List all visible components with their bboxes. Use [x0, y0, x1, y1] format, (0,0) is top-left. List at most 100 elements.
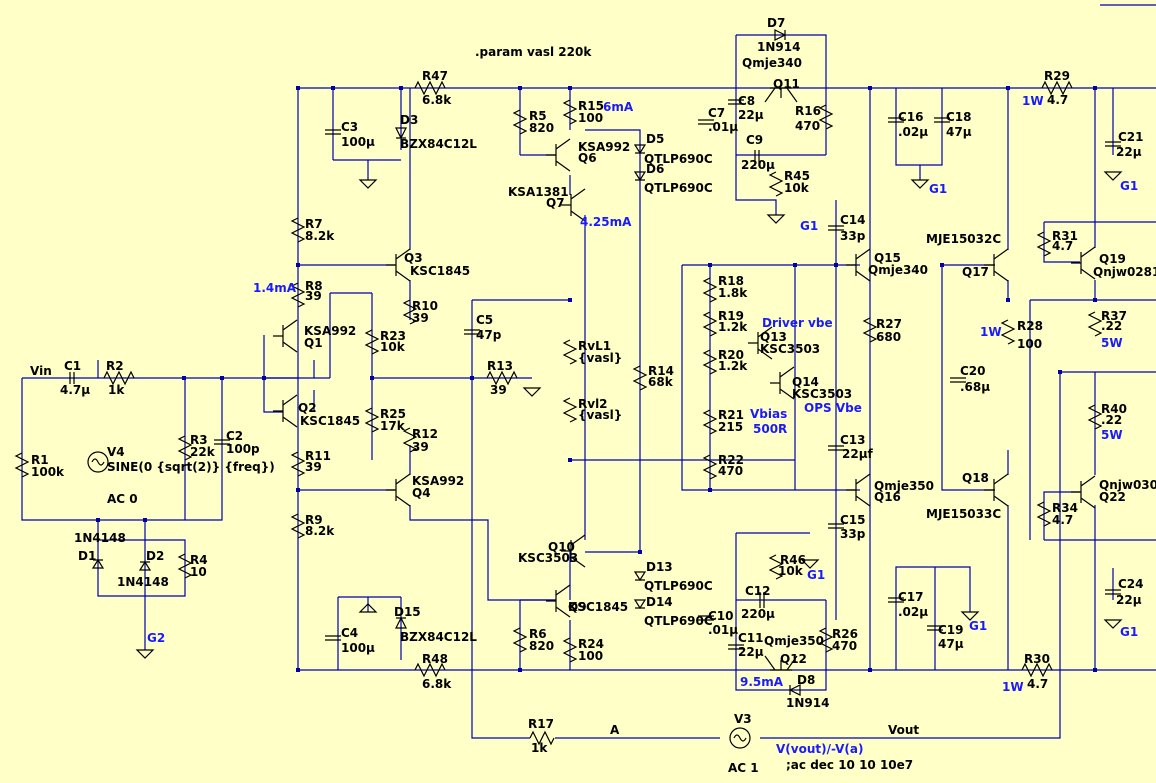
- resistor-name: R15: [578, 99, 604, 113]
- current-annotation: 6mA: [603, 100, 634, 114]
- diode-value: 1N4148: [74, 531, 126, 545]
- resistor-name: R45: [784, 169, 810, 183]
- net-label-g2: G2: [147, 631, 165, 645]
- diode-name: D7: [767, 16, 785, 30]
- diode-name: D8: [797, 673, 815, 687]
- capacitor-value: 47µ: [946, 125, 972, 139]
- transistor-name: Q6: [578, 151, 597, 165]
- capacitor-name: C19: [938, 623, 964, 637]
- net-label-vout: Vout: [888, 723, 919, 737]
- resistor-value: 39: [412, 311, 429, 325]
- resistor-name: R6: [529, 627, 547, 641]
- resistor-value: 6.8k: [422, 93, 452, 107]
- capacitor-value: 22µ: [1116, 593, 1142, 607]
- ac-command: ;ac dec 10 10 10e7: [786, 758, 913, 772]
- resistor-value: 215: [718, 420, 743, 434]
- resistor-name: R26: [832, 627, 858, 641]
- power-rating-label: 1W: [1002, 680, 1024, 694]
- net-label-vin: Vin: [30, 364, 52, 378]
- transistor-model: KSA1381: [508, 185, 569, 199]
- resistor-name: R25: [380, 407, 406, 421]
- resistor-value: 10: [190, 565, 207, 579]
- transistor-name: Q14: [792, 375, 819, 389]
- transistor-name: Q7: [546, 196, 565, 210]
- capacitor-value: 33p: [840, 527, 866, 541]
- diode-name: D5: [646, 132, 664, 146]
- resistor-name: R30: [1024, 652, 1050, 666]
- capacitor-value: 100µ: [341, 135, 375, 149]
- resistor-value: 1k: [531, 741, 548, 755]
- resistor-name: R29: [1044, 69, 1070, 83]
- transistor-model: KSC1845: [410, 264, 470, 278]
- capacitor-name: C4: [341, 626, 358, 640]
- resistor-value: 10k: [380, 340, 406, 354]
- power-rating-label: 5W: [1101, 428, 1123, 442]
- capacitor-value: 100µ: [341, 641, 375, 655]
- transistor-model: MJE15032C: [926, 232, 1001, 246]
- resistor-name: R19: [718, 309, 744, 323]
- resistor-value: 39: [490, 383, 507, 397]
- resistor-name: R8: [305, 279, 323, 293]
- capacitor-value: 22µ: [738, 645, 764, 659]
- capacitor-value: 4.7µ: [60, 383, 90, 397]
- transistor-name: Q17: [962, 265, 989, 279]
- transistor-name: Q19: [1099, 252, 1126, 266]
- resistor-value: 1.8k: [718, 286, 748, 300]
- diode-name: D6: [646, 162, 664, 176]
- resistor-value: 39: [305, 460, 322, 474]
- transistor-name: Q1: [304, 336, 323, 350]
- resistor-name: R18: [718, 274, 744, 288]
- resistor-name: R40: [1101, 402, 1127, 416]
- diode-value: 1N914: [786, 696, 829, 710]
- resistor-name: R4: [190, 553, 208, 567]
- capacitor-value: .01µ: [708, 120, 738, 134]
- capacitor-value: 22µ: [1116, 145, 1142, 159]
- resistor-value: 17k: [380, 419, 406, 433]
- net-label-g1: G1: [807, 568, 825, 582]
- resistor-value: 8.2k: [305, 524, 335, 538]
- diode-value: 1N4148: [117, 575, 169, 589]
- measure-expression: V(vout)/-V(a): [776, 742, 863, 756]
- net-label-g1: G1: [800, 219, 818, 233]
- net-label-g1: G1: [1120, 179, 1138, 193]
- junction-dots: [96, 86, 1097, 672]
- capacitor-value: .02µ: [898, 125, 928, 139]
- transistor-model: Qnjw030: [1099, 478, 1156, 492]
- resistor-name: R16: [795, 104, 821, 118]
- resistor-name: R9: [305, 513, 323, 527]
- resistor-value: 39: [412, 440, 429, 454]
- resistor-value: {vasl}: [578, 408, 622, 422]
- net-label-g1: G1: [969, 619, 987, 633]
- resistor-value: .22: [1101, 413, 1122, 427]
- resistor-name: R20: [718, 348, 744, 362]
- net-label-a: A: [610, 723, 620, 737]
- capacitor-name: C8: [738, 94, 755, 108]
- transistor-name: Q12: [780, 652, 807, 666]
- resistor-name: R24: [578, 637, 604, 651]
- ground-symbols: [135, 171, 1123, 659]
- capacitor-name: C14: [840, 213, 866, 227]
- transistor-model: KSA992: [304, 324, 356, 338]
- diode-name: D3: [400, 113, 418, 127]
- resistor-value: 100: [1017, 337, 1042, 351]
- resistor-value: 470: [795, 119, 820, 133]
- capacitor-name: C9: [746, 133, 763, 147]
- resistor-name: R5: [529, 109, 547, 123]
- current-annotation: 1.4mA: [253, 281, 297, 295]
- capacitor-name: C2: [226, 429, 243, 443]
- resistor-value: 22k: [190, 445, 216, 459]
- resistor-value: 470: [718, 464, 743, 478]
- diode-value: QTLP690C: [644, 181, 713, 195]
- power-rating-label: 1W: [980, 325, 1002, 339]
- capacitor-value: 33p: [840, 229, 866, 243]
- resistor-name: Rvl2: [578, 397, 608, 411]
- resistor-value: 39: [305, 289, 322, 303]
- resistor-name: R11: [305, 449, 331, 463]
- capacitor-name: C16: [898, 110, 924, 124]
- resistor-value: .22: [1101, 319, 1122, 333]
- transistor-model: Qmje350: [874, 479, 934, 493]
- resistor-value: 100: [578, 649, 603, 663]
- capacitor-value: 100p: [226, 442, 260, 456]
- capacitor-value: 47µ: [938, 637, 964, 651]
- capacitor-name: C3: [341, 120, 358, 134]
